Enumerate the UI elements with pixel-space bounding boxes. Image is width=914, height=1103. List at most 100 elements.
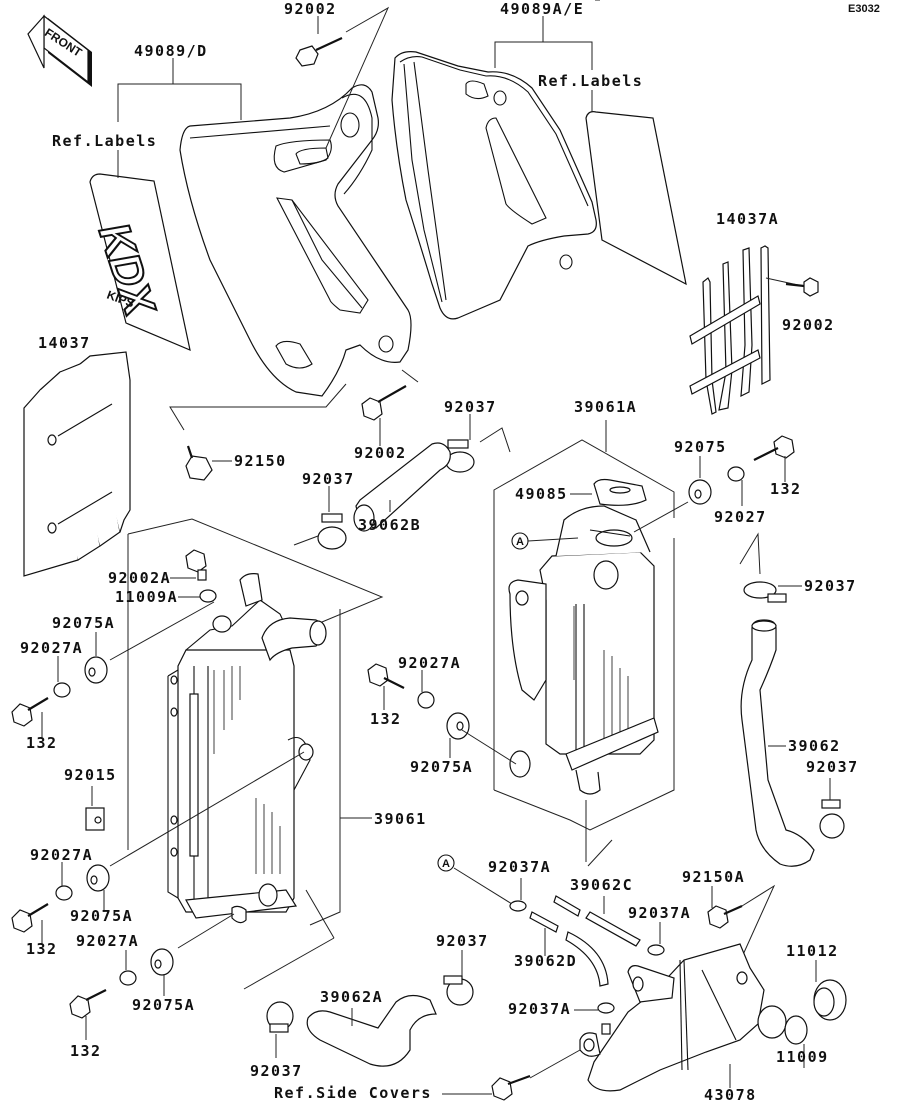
label-92027a-4: 92027A (76, 932, 139, 950)
label-39061a: 39061A (574, 398, 637, 416)
label-92037-mid: 92037 (444, 398, 497, 416)
bolt-132-upper-left (11, 697, 49, 738)
label-92002-right: 92002 (782, 316, 835, 334)
radiator-grill-left (23, 351, 131, 577)
label-132-1: 132 (26, 734, 58, 752)
reservoir-tank-43078 (579, 943, 787, 1092)
label-92027a-1: 92027A (20, 639, 83, 657)
label-39062b: 39062B (358, 516, 421, 534)
front-arrow-icon: FRONT (27, 14, 92, 87)
label-92037-r2: 92037 (806, 758, 859, 776)
grommet-92075a-lower (150, 913, 235, 996)
label-92037a-2: 92037A (628, 904, 691, 922)
svg-text:A: A (516, 536, 524, 548)
label-92075a-2: 92075A (410, 758, 473, 776)
label-49089ae: 49089A/E (500, 0, 584, 18)
label-ref-labels-left: Ref.Labels (52, 132, 157, 150)
label-92075a-3: 92075A (70, 907, 133, 925)
bolt-132-top-right (753, 435, 795, 482)
label-92037-right: 92037 (804, 577, 857, 595)
bolt-92150 (169, 369, 419, 481)
leader-lines-top (117, 0, 600, 178)
svg-text:A: A (442, 858, 450, 870)
label-92002-top: 92002 (284, 0, 337, 18)
label-11009: 11009 (776, 1048, 829, 1066)
collar-92027a-lower (119, 950, 137, 986)
cap-11012 (813, 960, 847, 1021)
label-43078: 43078 (704, 1086, 757, 1103)
bolt-92002-middle (361, 385, 407, 446)
hose-39062b (293, 442, 451, 546)
washer-11009a (178, 589, 217, 603)
label-92002-middle: 92002 (354, 444, 407, 462)
bolt-92150a (707, 884, 776, 989)
label-92075: 92075 (674, 438, 727, 456)
label-92075a-4: 92075A (132, 996, 195, 1014)
hose-clamp-92037-bottom-left (266, 1001, 294, 1058)
label-39061: 39061 (374, 810, 427, 828)
collar-92027 (727, 466, 745, 506)
clip-92037a-upper (509, 878, 527, 912)
collar-92027a-upper (53, 656, 71, 698)
hose-39062d (529, 911, 609, 987)
label-ref-labels-right: Ref.Labels (538, 72, 643, 90)
hose-clamp-92037-bottom-center (443, 950, 474, 1006)
label-ref-side-covers: Ref.Side Covers (274, 1084, 432, 1102)
bolt-132-middle-left (11, 903, 49, 944)
fins-bottom-left (255, 798, 281, 874)
collar-92027a-center (417, 670, 435, 709)
hose-clamp-92037-lower-right (819, 778, 845, 839)
label-39062a: 39062A (320, 988, 383, 1006)
label-92150: 92150 (234, 452, 287, 470)
bolt-132-center (367, 663, 405, 710)
label-92037a-1: 92037A (488, 858, 551, 876)
bolt-132-lower-left (69, 989, 107, 1040)
hose-clamp-92037-a (317, 486, 347, 550)
hose-39062a (243, 889, 437, 1067)
label-92037a-3: 92037A (508, 1000, 571, 1018)
label-39062c: 39062C (570, 876, 633, 894)
label-92002a: 92002A (108, 569, 171, 587)
diagram-code: E3032 (848, 3, 880, 15)
bolt-92002-top (295, 37, 343, 67)
radiator-left (127, 518, 384, 926)
hose-clamp-92037-b (445, 414, 511, 473)
label-92037-bottom: 92037 (436, 932, 489, 950)
clip-92037a-middle (647, 922, 665, 956)
gasket-11009 (784, 1015, 808, 1068)
grommet-92075a-upper (84, 601, 215, 684)
pad-49085 (570, 478, 647, 506)
label-132-4: 132 (70, 1042, 102, 1060)
label-92150a: 92150A (682, 868, 745, 886)
hose-clamp-92037-right (739, 532, 802, 603)
label-39062: 39062 (788, 737, 841, 755)
hose-39062 (740, 619, 815, 867)
label-132-2: 132 (370, 710, 402, 728)
part-labels: 92002 49089/D 49089A/E Ref.Labels Ref.La… (20, 0, 859, 1103)
hose-39062c (553, 895, 641, 947)
grommet-92075 (633, 456, 712, 533)
radiator-shroud-left (179, 84, 412, 397)
label-92037-b2: 92037 (250, 1062, 303, 1080)
label-39062d: 39062D (514, 952, 577, 970)
label-11012: 11012 (786, 942, 839, 960)
label-92027: 92027 (714, 508, 767, 526)
label-11009a: 11009A (115, 588, 178, 606)
label-92015: 92015 (64, 766, 117, 784)
collar-92027a-middle (55, 862, 73, 901)
radiator-right (493, 420, 675, 867)
grommet-92075a-center (446, 712, 517, 765)
blank-decal-right (585, 111, 687, 286)
drain-bolt-92002a (170, 549, 207, 581)
radiator-shroud-right (391, 51, 597, 320)
label-92037-left: 92037 (302, 470, 355, 488)
label-92075a-1: 92075A (52, 614, 115, 632)
clip-92037a-lower (574, 1002, 615, 1014)
reference-marker-a-lower: A (437, 854, 513, 905)
label-14037: 14037 (38, 334, 91, 352)
label-92027a-2: 92027A (398, 654, 461, 672)
label-14037a: 14037A (716, 210, 779, 228)
grommet-92075a-middle (86, 751, 305, 912)
fins-top-left (213, 666, 241, 754)
